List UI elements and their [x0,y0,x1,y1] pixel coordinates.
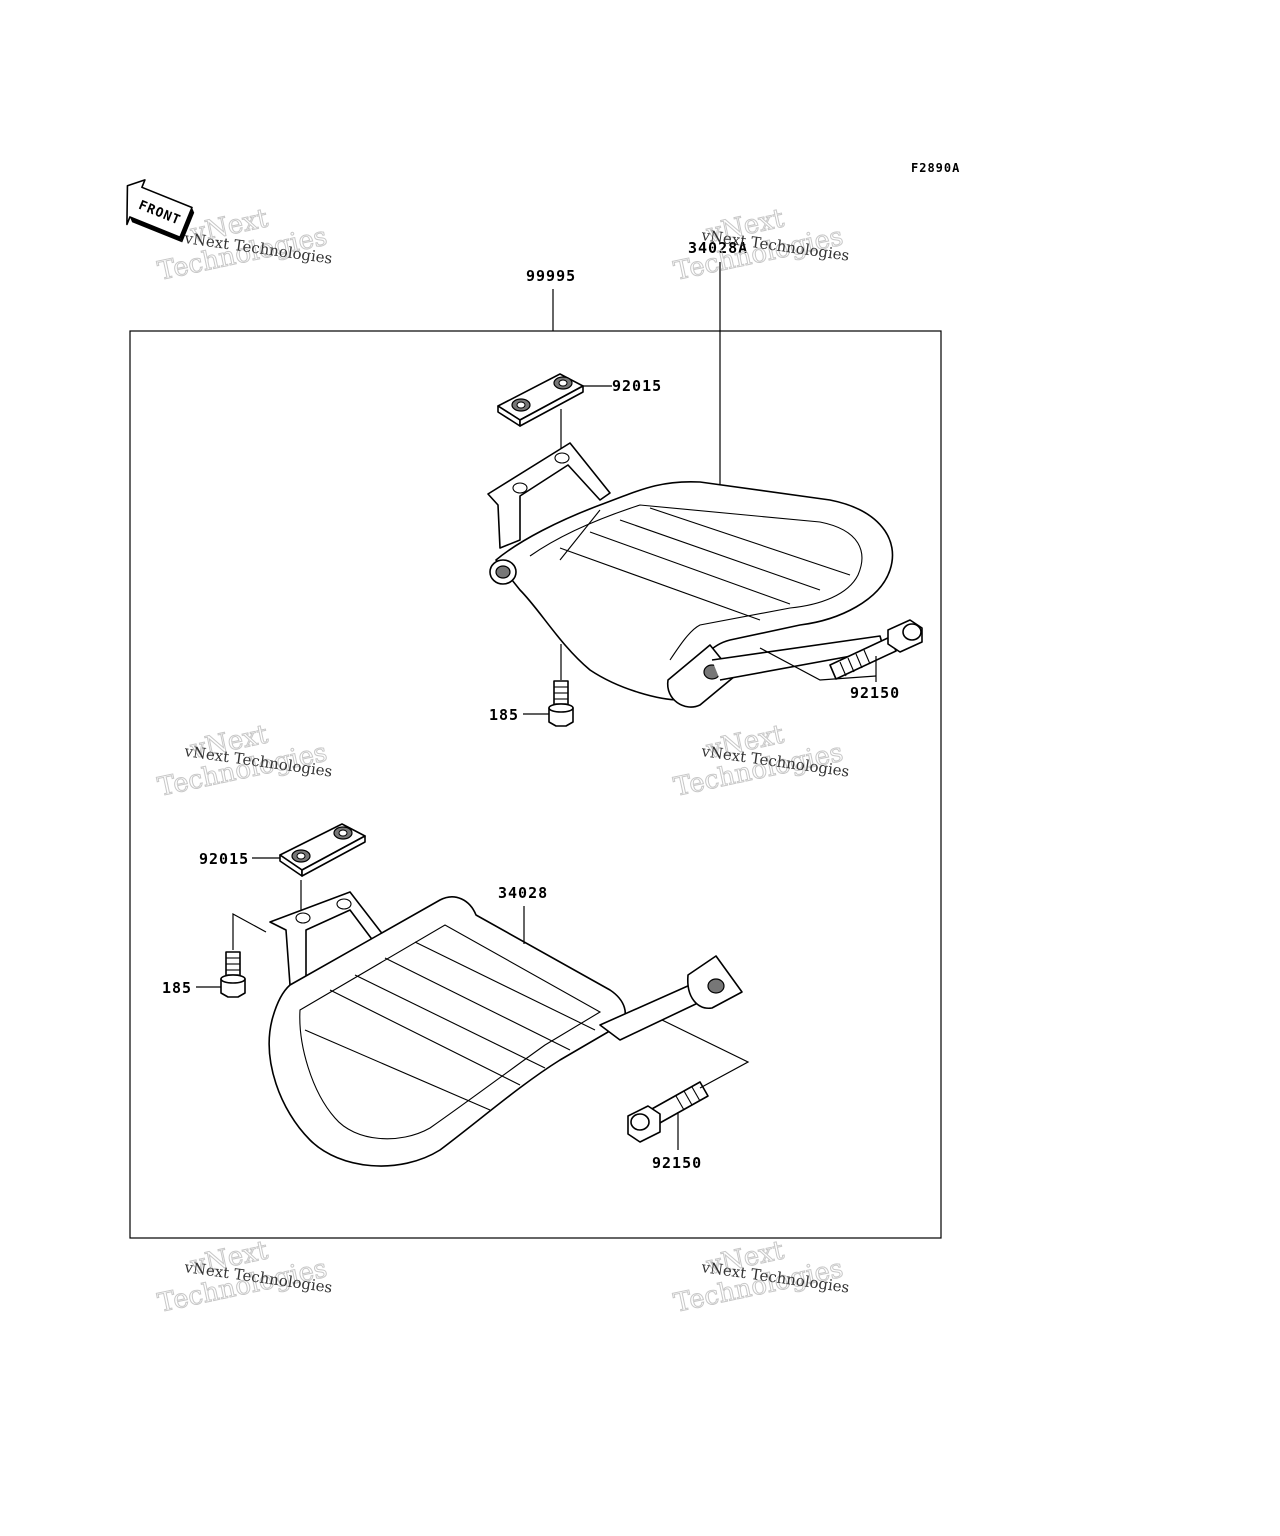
figure-code: F2890A [911,161,960,175]
callout-clamp-top: 92015 [612,377,662,395]
callout-rack-top: 34028A [688,239,748,257]
callout-bolt-top-left: 185 [489,706,519,724]
callout-bolt-top-right: 92150 [850,684,900,702]
bolt-upper-left [548,680,574,727]
rack-upper [487,373,894,708]
callout-clamp-bottom: 92015 [199,850,249,868]
rack-lower [252,823,743,1167]
kit-box [129,330,942,1239]
bolt-upper-right [829,619,923,680]
clamp-upper [497,373,584,427]
callout-rack-bottom: 34028 [498,884,548,902]
bolt-lower-right [627,1081,709,1143]
callout-bolt-bottom-left: 185 [162,979,192,997]
callout-bolt-bottom-right: 92150 [652,1154,702,1172]
clamp-lower [279,823,366,877]
callout-kit: 99995 [526,267,576,285]
front-arrow-icon: FRONT [126,179,195,243]
bolt-lower-left [220,951,246,998]
